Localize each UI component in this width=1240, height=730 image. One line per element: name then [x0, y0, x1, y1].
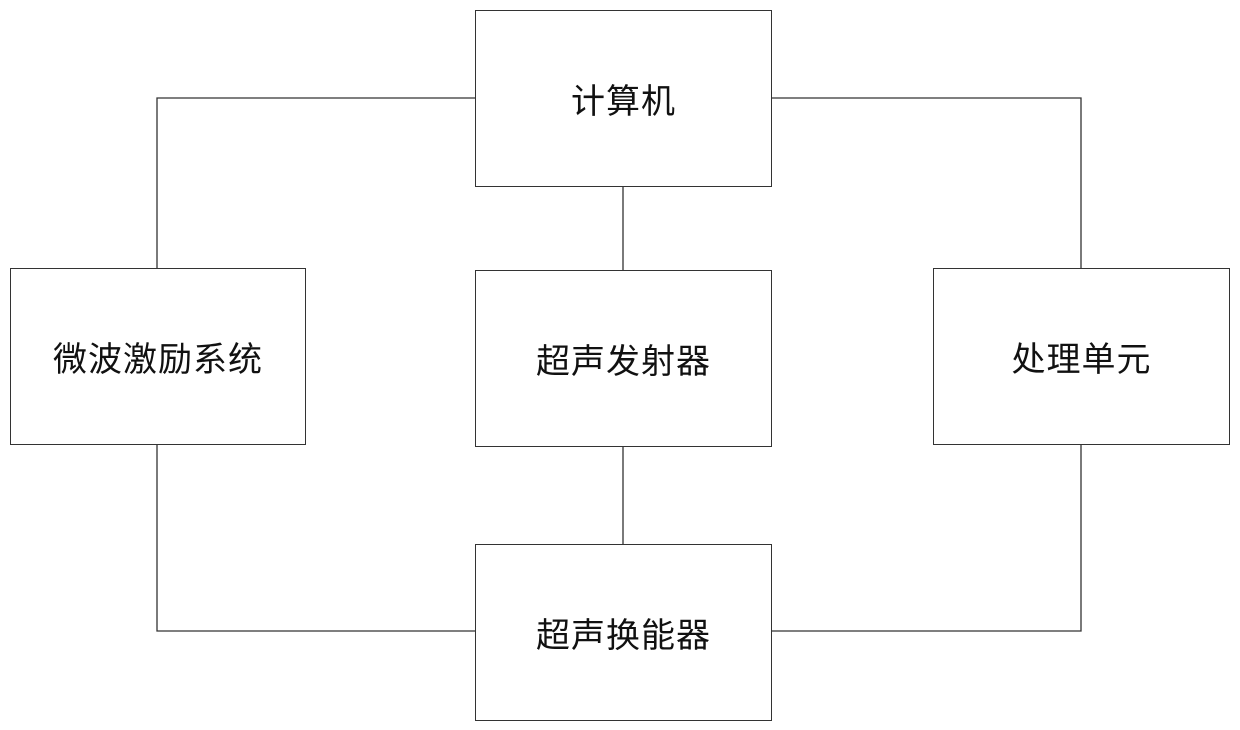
edge-microwave-system-to-transducer: [157, 445, 475, 631]
edge-computer-to-processing-unit: [772, 98, 1081, 268]
ultrasonic-transducer-label: 超声换能器: [536, 608, 711, 657]
computer-box: 计算机: [475, 10, 772, 187]
ultrasonic-transmitter-box: 超声发射器: [475, 270, 772, 447]
processing-unit-box: 处理单元: [933, 268, 1230, 445]
microwave-excitation-system-label: 微波激励系统: [53, 332, 263, 381]
ultrasonic-transmitter-label: 超声发射器: [536, 334, 711, 383]
edge-computer-to-microwave-system: [157, 98, 475, 268]
microwave-excitation-system-box: 微波激励系统: [10, 268, 306, 445]
processing-unit-label: 处理单元: [1012, 332, 1152, 381]
computer-label: 计算机: [571, 74, 676, 123]
ultrasonic-transducer-box: 超声换能器: [475, 544, 772, 721]
edge-processing-unit-to-transducer: [772, 445, 1081, 631]
